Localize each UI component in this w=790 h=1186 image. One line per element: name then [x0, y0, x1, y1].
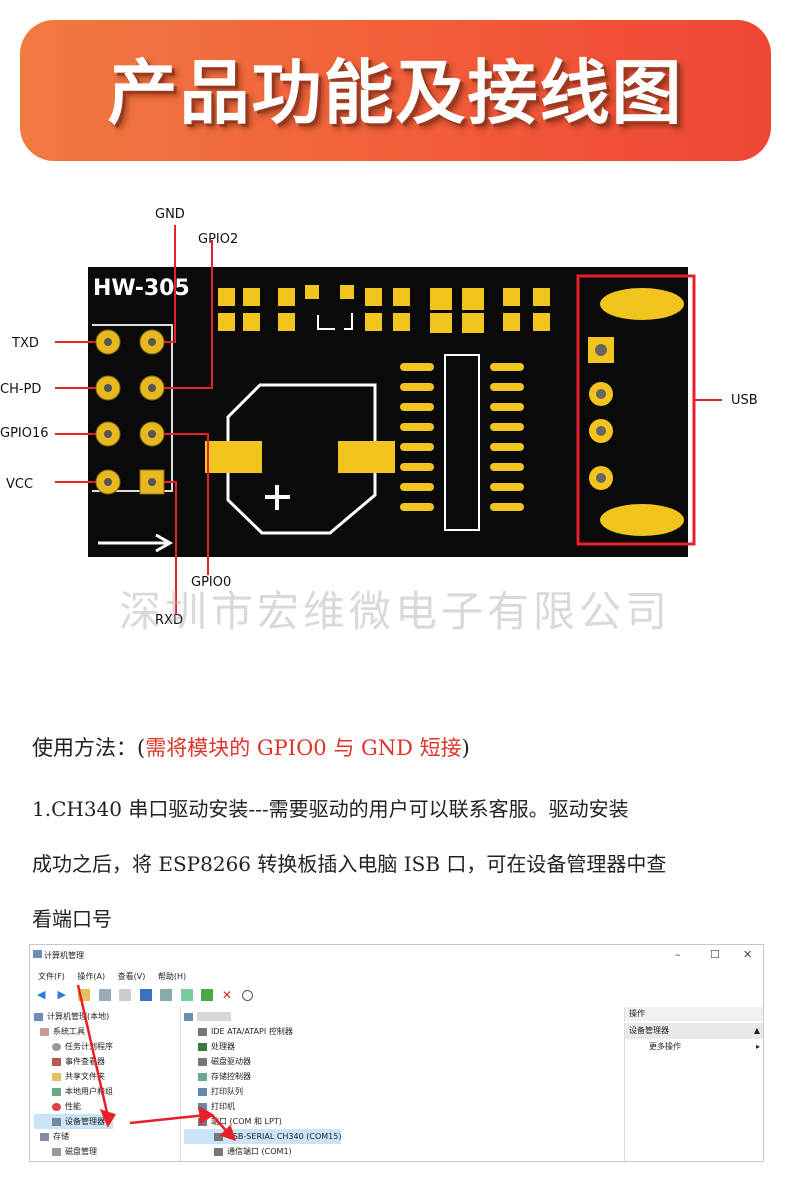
menu-action[interactable]: 操作(A)	[77, 972, 106, 981]
storage-controller-icon	[198, 1072, 207, 1081]
direction-arrow	[98, 533, 174, 553]
console-tree-icon[interactable]	[98, 989, 111, 1001]
usb-shield-bottom	[600, 504, 684, 536]
maximize-button[interactable]: ☐	[710, 948, 720, 961]
tree-item-local-users[interactable]: 本地用户和组	[34, 1084, 113, 1099]
minimize-button[interactable]: –	[675, 948, 681, 961]
usage-suffix: )	[461, 736, 470, 760]
label-gpio16: GPIO16	[0, 426, 49, 441]
label-vcc: VCC	[6, 477, 34, 492]
device-print-queue[interactable]: 打印队列	[184, 1084, 341, 1099]
banner-title: 产品功能及接线图	[107, 52, 684, 134]
device-root[interactable]	[184, 1009, 341, 1024]
label-rxd: RXD	[155, 613, 183, 628]
usage-line-3: 看端口号	[32, 907, 112, 931]
device-manager-icon	[52, 1117, 61, 1126]
device-storage-controllers[interactable]: 存储控制器	[184, 1069, 341, 1084]
usage-prefix: 使用方法：(	[32, 736, 146, 760]
annotation-arrows	[76, 984, 236, 1141]
forward-icon[interactable]: ▶	[57, 988, 67, 1001]
device-com1[interactable]: 通信端口 (COM1)	[184, 1144, 341, 1159]
tools-icon	[40, 1027, 49, 1036]
download-icon[interactable]	[242, 989, 254, 1001]
device-ide[interactable]: IDE ATA/ATAPI 控制器	[184, 1024, 341, 1039]
menu-bar: 文件(F) 操作(A) 查看(V) 帮助(H)	[38, 971, 196, 982]
board-illustration: HW-305	[55, 225, 722, 615]
users-icon	[52, 1087, 61, 1096]
tree-item-disk-management[interactable]: 磁盘管理	[34, 1144, 113, 1159]
label-gpio0: GPIO0	[191, 575, 232, 590]
device-printers[interactable]: 打印机	[184, 1099, 341, 1114]
label-gpio2: GPIO2	[198, 232, 239, 247]
ch340-chip	[444, 354, 480, 531]
clock-icon	[52, 1042, 61, 1051]
actions-header: 操作	[625, 1007, 763, 1021]
label-txd: TXD	[12, 336, 39, 351]
actions-device-manager[interactable]: 设备管理器▲	[625, 1023, 763, 1039]
computer-icon	[34, 1012, 43, 1021]
collapse-icon[interactable]: ▲	[753, 1026, 760, 1035]
tree-item-event-viewer[interactable]: 事件查看器	[34, 1054, 113, 1069]
tree-item-storage[interactable]: 存储	[34, 1129, 113, 1144]
delete-icon[interactable]: ✕	[221, 988, 232, 1002]
printer-icon	[198, 1102, 207, 1111]
computer-management-window: 计算机管理 – ☐ ✕ 文件(F) 操作(A) 查看(V) 帮助(H) ◀ ▶ …	[29, 944, 764, 1162]
window-title: 计算机管理	[44, 951, 84, 960]
print-queue-icon	[198, 1087, 207, 1096]
pc-icon	[184, 1012, 193, 1021]
actions-more[interactable]: 更多操作▸	[625, 1039, 763, 1055]
serial-port-icon	[214, 1132, 223, 1141]
tree-item-system-tools[interactable]: 系统工具	[34, 1024, 113, 1039]
close-button[interactable]: ✕	[743, 948, 753, 961]
pcb-board	[88, 267, 688, 557]
event-viewer-icon	[52, 1057, 61, 1066]
disk-icon	[52, 1147, 61, 1156]
ide-controller-icon	[198, 1027, 207, 1036]
properties-icon[interactable]	[180, 989, 193, 1001]
help-icon[interactable]	[139, 989, 152, 1001]
device-processor[interactable]: 处理器	[184, 1039, 341, 1054]
shared-folder-icon	[52, 1072, 61, 1081]
computer-management-icon	[33, 950, 42, 958]
view-icon[interactable]	[160, 989, 173, 1001]
tree-item-shared-folders[interactable]: 共享文件夹	[34, 1069, 113, 1084]
usb-shield-top	[600, 288, 684, 320]
tree-item-performance[interactable]: 性能	[34, 1099, 113, 1114]
tree-item-task-scheduler[interactable]: 任务计划程序	[34, 1039, 113, 1054]
company-watermark: 深圳市宏维微电子有限公司	[118, 587, 671, 636]
usage-heading: 使用方法：(需将模块的 GPIO0 与 GND 短接)	[32, 732, 470, 762]
performance-icon	[52, 1102, 61, 1111]
menu-view[interactable]: 查看(V)	[117, 972, 146, 981]
window-titlebar: 计算机管理 – ☐ ✕	[30, 945, 763, 965]
com-port-icon	[214, 1147, 223, 1156]
back-icon[interactable]: ◀	[37, 988, 46, 1001]
usage-line-2: 成功之后，将 ESP8266 转换板插入电脑 ISB 口，可在设备管理器中查	[32, 852, 667, 876]
tree-item-device-manager[interactable]: 设备管理器	[34, 1114, 113, 1129]
device-tree: IDE ATA/ATAPI 控制器 处理器 磁盘驱动器 存储控制器 打印队列 打…	[184, 1009, 342, 1159]
disk-drive-icon	[198, 1057, 207, 1066]
menu-file[interactable]: 文件(F)	[38, 972, 65, 981]
label-chpd: CH-PD	[0, 382, 42, 397]
device-disk-drives[interactable]: 磁盘驱动器	[184, 1054, 341, 1069]
wiring-diagram: HW-305	[0, 195, 790, 665]
actions-pane: 操作 设备管理器▲ 更多操作▸	[624, 1007, 763, 1161]
label-gnd: GND	[155, 207, 185, 222]
processor-icon	[198, 1042, 207, 1051]
left-tree: 计算机管理(本地) 系统工具 任务计划程序 事件查看器 共享文件夹 本地用户和组…	[34, 1009, 113, 1159]
export-icon[interactable]	[119, 989, 132, 1001]
label-usb: USB	[731, 393, 758, 408]
tree-item-root[interactable]: 计算机管理(本地)	[34, 1009, 113, 1024]
title-banner: 产品功能及接线图	[20, 20, 771, 161]
device-list-pane: IDE ATA/ATAPI 控制器 处理器 磁盘驱动器 存储控制器 打印队列 打…	[180, 1007, 624, 1161]
menu-help[interactable]: 帮助(H)	[157, 972, 187, 981]
update-driver-icon[interactable]	[201, 989, 214, 1001]
usb-highlight-box	[576, 274, 696, 546]
storage-icon	[40, 1132, 49, 1141]
chevron-right-icon: ▸	[755, 1042, 760, 1051]
usage-line-1: 1.CH340 串口驱动安装---需要驱动的用户可以联系客服。驱动安装	[32, 797, 629, 821]
left-navigation-pane: 计算机管理(本地) 系统工具 任务计划程序 事件查看器 共享文件夹 本地用户和组…	[30, 1007, 181, 1161]
usage-highlight: 需将模块的 GPIO0 与 GND 短接	[145, 736, 462, 760]
board-model-text: HW-305	[93, 276, 190, 301]
